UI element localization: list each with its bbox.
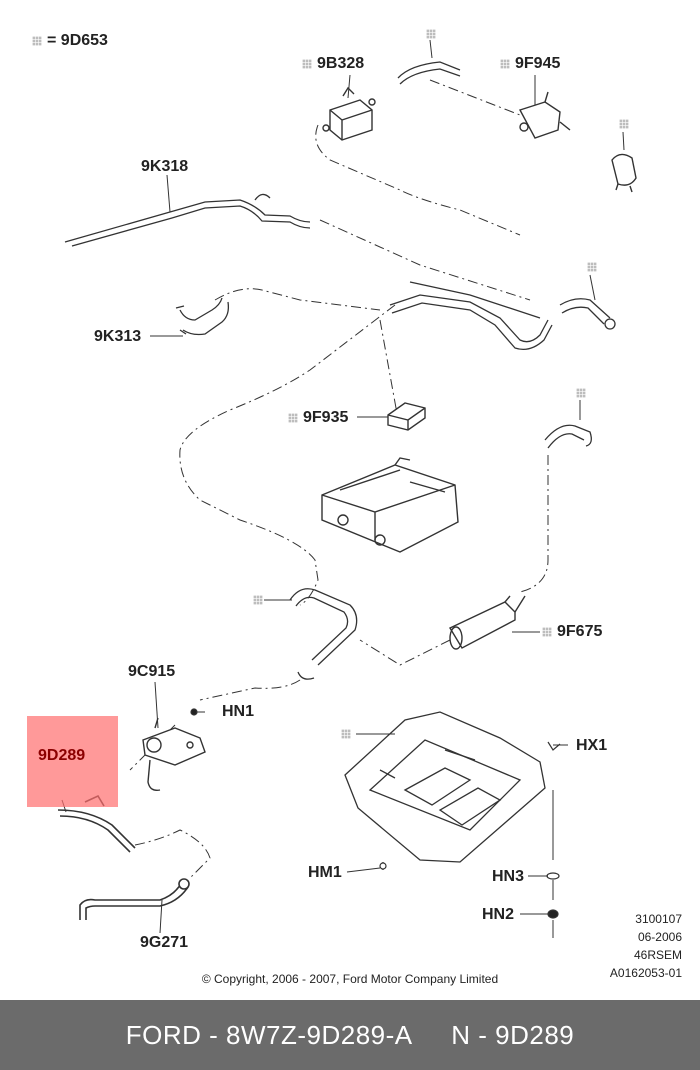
part-9b328-solenoid	[322, 86, 376, 141]
part-connector-right	[611, 153, 637, 193]
meta-line-3: 46RSEM	[633, 948, 682, 962]
hatched-square-icon	[341, 729, 351, 739]
label-hn2: HN2	[482, 906, 515, 923]
label-9f935: 9F935	[288, 410, 348, 426]
diagram-drawing	[57, 39, 637, 938]
label-9c915: 9C915	[128, 663, 176, 680]
footer-base-number: N - 9D289	[451, 1019, 575, 1050]
meta-line-4: A0162053-01	[609, 966, 682, 980]
label-hm1: HM1	[308, 864, 342, 881]
footer-part-number: FORD - 8W7Z-9D289-A	[125, 1019, 413, 1050]
part-9c915-valve	[142, 717, 206, 792]
label-9k318: 9K318	[141, 158, 189, 175]
part-9k318-tube	[64, 193, 311, 247]
part-middle-hoses	[389, 281, 616, 351]
label-9b328: 9B328	[302, 56, 364, 72]
meta-line-2: 06-2006	[637, 930, 682, 944]
part-vent-hose	[289, 588, 358, 680]
footer-bar: FORD - 8W7Z-9D289-A N - 9D289	[0, 1000, 700, 1070]
part-9g271-hose	[79, 878, 190, 920]
hatched-square-icon	[576, 388, 586, 398]
routing-lines	[129, 79, 549, 879]
meta-line-1: 3100107	[635, 912, 682, 926]
leader-lines	[61, 39, 625, 938]
copyright-notice: © Copyright, 2006 - 2007, Ford Motor Com…	[201, 972, 499, 986]
drawing-reference: 3100107 06-2006 46RSEM A0162053-01	[610, 910, 682, 982]
parts-diagram: = 9D653 9B328 9F945 9K318 9K313 9F935 9F…	[27, 29, 682, 986]
label-9f945: 9F945	[500, 56, 560, 72]
hatched-square-icon	[542, 627, 552, 637]
hatched-square-icon	[32, 36, 42, 46]
part-9f945-valve	[518, 91, 571, 139]
part-canister-hose	[544, 424, 592, 449]
label-hn3: HN3	[492, 868, 525, 885]
part-9f935-pad	[387, 402, 426, 431]
label-hx1: HX1	[576, 737, 608, 754]
legend: = 9D653	[32, 33, 108, 49]
hatched-square-icon	[288, 413, 298, 423]
hatched-square-icon	[253, 595, 263, 605]
label-9k313: 9K313	[94, 328, 142, 345]
highlight-label-9d289: 9D289	[38, 747, 86, 764]
part-canister	[321, 457, 459, 553]
hatched-square-icon	[587, 262, 597, 272]
part-9k313-hose	[175, 297, 230, 336]
fasteners	[190, 708, 561, 919]
label-hn1: HN1	[222, 703, 255, 720]
part-upper-hose	[397, 61, 461, 85]
hatched-square-icon	[619, 119, 629, 129]
part-fuel-tank-shield	[344, 711, 546, 863]
label-9f675: 9F675	[542, 624, 602, 640]
highlight-box	[27, 716, 118, 807]
hatched-square-icon	[302, 59, 312, 69]
hatched-square-icon	[500, 59, 510, 69]
hatched-square-icon	[426, 29, 436, 39]
part-9f675-filter	[449, 595, 526, 650]
label-9g271: 9G271	[140, 934, 189, 951]
